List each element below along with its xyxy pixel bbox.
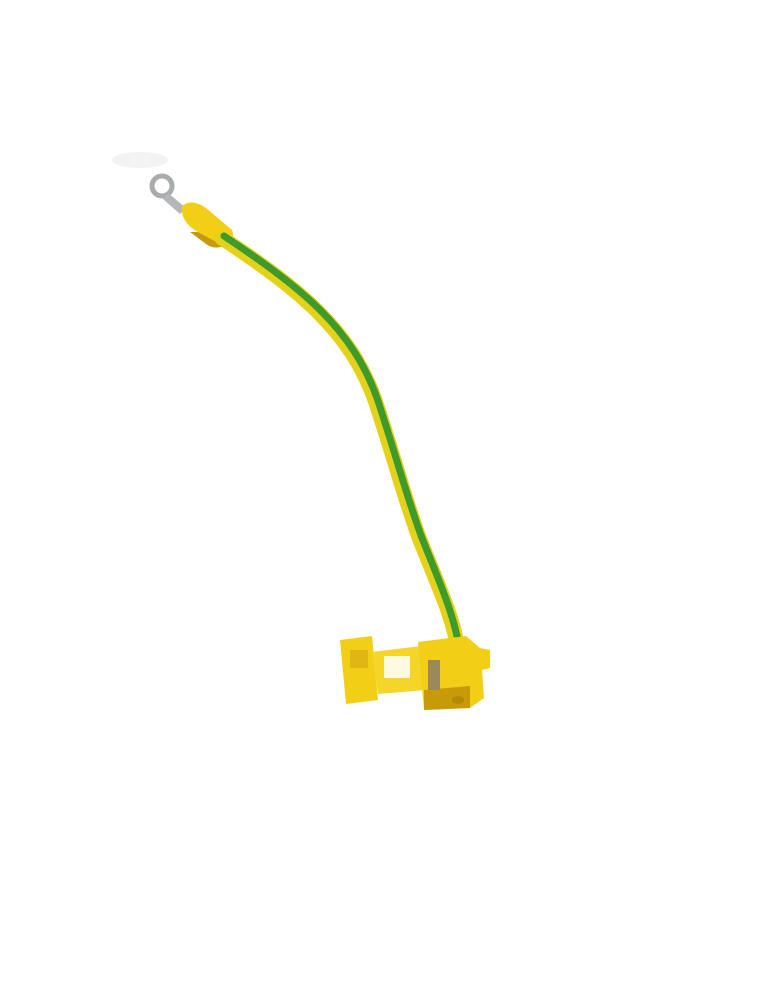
- connector-right-shadow: [424, 686, 470, 710]
- background-smudge: [112, 152, 168, 168]
- wire-green-stripe: [220, 232, 463, 650]
- tap-connector: [340, 636, 490, 710]
- crimp-sleeve-shadow: [190, 232, 224, 248]
- ring-terminal: [149, 173, 186, 214]
- ring-terminal-barrel: [163, 193, 186, 214]
- connector-left-slot: [350, 650, 368, 668]
- connector-bridge-window: [384, 656, 410, 678]
- ground-wire: [214, 230, 466, 656]
- connector-left-clip: [340, 636, 378, 704]
- ring-terminal-eye: [149, 173, 175, 199]
- connector-metal-blade: [428, 660, 440, 690]
- connector-wire-hole: [452, 696, 464, 704]
